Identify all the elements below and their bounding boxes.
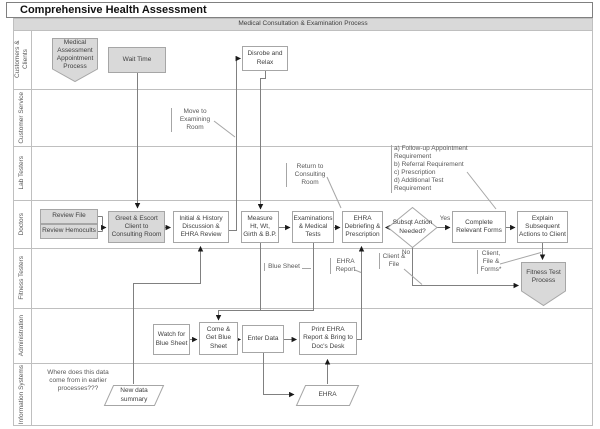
node-wait-time[interactable]: Wait Time bbox=[108, 47, 166, 73]
exams-to-comeget-arrow bbox=[215, 243, 314, 321]
anno-blue-sheet: Blue Sheet bbox=[264, 263, 301, 272]
offpage-shape-medical-assessment[interactable] bbox=[52, 38, 98, 83]
node-examinations[interactable]: Examinations & Medical Tests bbox=[292, 211, 334, 243]
leader-ehra-report bbox=[354, 269, 362, 273]
anno-client-file-forms: Client, File & Forms* bbox=[477, 250, 502, 275]
label-fitness-test: Fitness Test Process bbox=[526, 268, 561, 284]
callout-leaders bbox=[213, 120, 542, 285]
node-initial-history[interactable]: Initial & History Discussion & EHRA Revi… bbox=[173, 211, 229, 243]
anno-no: No bbox=[401, 249, 411, 256]
label-ehra: EHRA bbox=[318, 391, 337, 399]
node-watch-blue-sheet[interactable]: Watch for Blue Sheet bbox=[153, 324, 190, 355]
shape-layer bbox=[52, 38, 566, 406]
anno-return-to-consulting: Return to Consulting Room bbox=[286, 163, 331, 188]
diamond-no-arrow bbox=[412, 247, 520, 289]
node-review-file[interactable]: Review File bbox=[40, 209, 98, 224]
node-come-get-blue-sheet[interactable]: Come & Get Blue Sheet bbox=[199, 322, 238, 355]
label-subsqt-action: Subsqt Action Needed? bbox=[392, 219, 433, 235]
review-join-connector bbox=[97, 216, 103, 232]
anno-followup-list: a) Follow-up Appointment Requirement b) … bbox=[391, 145, 475, 193]
leader-followup-list bbox=[466, 171, 497, 210]
newdata-to-initial-arrow bbox=[133, 245, 204, 384]
label-medical-assessment: Medical Assessment Appointment Process bbox=[56, 38, 94, 71]
anno-move-to-examining: Move to Examining Room bbox=[171, 108, 216, 133]
node-enter-data[interactable]: Enter Data bbox=[242, 325, 284, 353]
node-complete-forms[interactable]: Complete Relevant Forms bbox=[452, 211, 506, 243]
leader-move-to-examining bbox=[213, 120, 236, 138]
label-new-data-summary: New data summary bbox=[120, 387, 148, 403]
node-ehra-debriefing[interactable]: EHRA Debriefing & Prescription bbox=[342, 211, 383, 243]
node-disrobe-relax[interactable]: Disrobe and Relax bbox=[242, 46, 288, 71]
flow-connectors bbox=[97, 55, 546, 398]
node-measure[interactable]: Measure Ht, Wt, Girth & B.P. bbox=[241, 211, 279, 243]
enterdata-to-ehra-arrow bbox=[263, 353, 295, 398]
print-to-debrief-arrow bbox=[356, 245, 365, 340]
anno-client-file: Client & File bbox=[379, 253, 406, 270]
node-review-hemocults[interactable]: Review Hemocults bbox=[40, 224, 98, 239]
offpage-shape-fitness-test[interactable] bbox=[521, 262, 566, 307]
leader-client-file bbox=[403, 268, 423, 285]
anno-yes: Yes bbox=[439, 215, 451, 222]
anno-ehra-report: EHRA Report bbox=[330, 258, 358, 275]
data-shape-ehra[interactable] bbox=[295, 385, 360, 406]
node-greet-escort[interactable]: Greet & Escort Client to Consulting Room bbox=[108, 211, 165, 243]
disrobe-to-measure-arrow bbox=[257, 70, 266, 210]
node-explain-actions[interactable]: Explain Subsequent Actions to Client bbox=[517, 211, 568, 243]
process-band: Medical Consultation & Examination Proce… bbox=[13, 18, 593, 30]
initial-to-disrobe-arrow bbox=[228, 55, 242, 231]
leader-return-to-consulting bbox=[326, 176, 342, 209]
lane-grid bbox=[13, 18, 593, 426]
page-title: Comprehensive Health Assessment bbox=[6, 2, 593, 18]
decision-diamond[interactable] bbox=[387, 206, 438, 249]
node-print-ehra[interactable]: Print EHRA Report & Bring to Doc's Desk bbox=[299, 322, 357, 355]
leader-client-file-forms bbox=[499, 252, 542, 265]
anno-where-data: Where does this data come from in earlie… bbox=[47, 369, 109, 393]
data-shape-new-data-summary[interactable] bbox=[103, 385, 165, 406]
